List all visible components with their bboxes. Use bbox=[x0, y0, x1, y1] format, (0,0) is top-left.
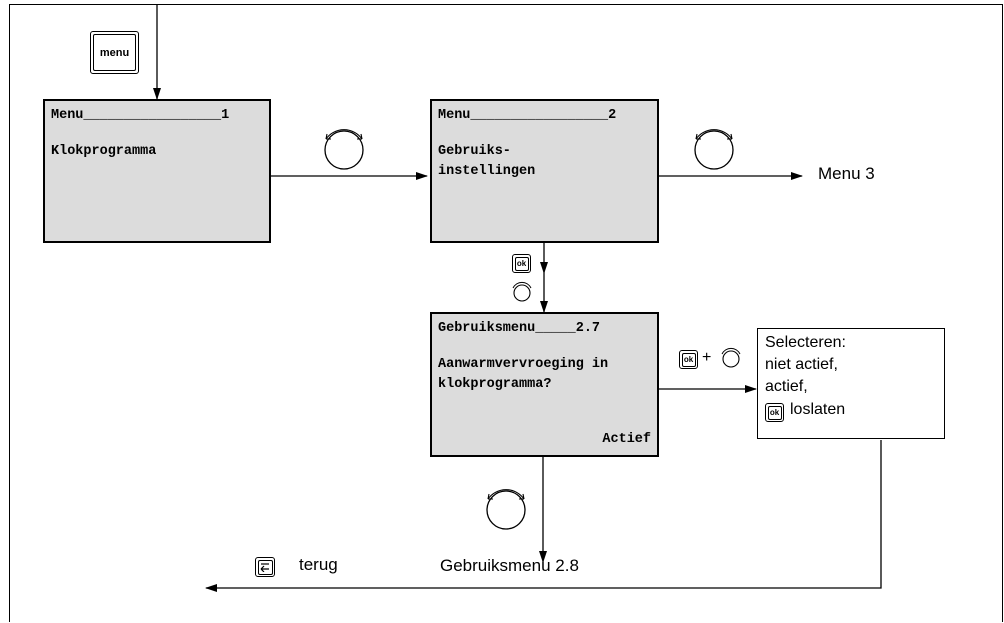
rotary-knob-icon bbox=[721, 347, 741, 368]
menu-3-label: Menu 3 bbox=[818, 164, 875, 183]
rotary-knob-icon bbox=[512, 281, 532, 302]
rotary-knob-icon bbox=[694, 129, 734, 170]
ok-key-icon: ok bbox=[679, 350, 698, 369]
menu-screen-1-header: Menu_________________1 bbox=[51, 108, 230, 123]
menu-screen-1-body: Klokprogramma bbox=[51, 144, 157, 159]
menu-screen-1: Menu_________________1 Klokprogramma bbox=[43, 99, 271, 243]
select-line-3: actief, bbox=[765, 378, 808, 395]
menu-screen-3-value: Actief bbox=[602, 432, 651, 447]
menu-screen-3-header: Gebruiksmenu_____2.7 bbox=[438, 321, 601, 336]
back-label: terug bbox=[299, 555, 338, 574]
menu-key-icon: menu bbox=[90, 31, 139, 74]
select-line-2: niet actief, bbox=[765, 356, 838, 373]
next-menu-label: Gebruiksmenu 2.8 bbox=[440, 556, 579, 575]
back-arrow-icon bbox=[260, 563, 269, 572]
select-line-1: Selecteren: bbox=[765, 334, 846, 351]
menu-screen-2-header: Menu_________________2 bbox=[438, 108, 617, 123]
select-line-4: loslaten bbox=[790, 401, 846, 418]
ok-key-icon: ok bbox=[765, 403, 784, 422]
menu-screen-2-body: Gebruiks- instellingen bbox=[438, 144, 536, 179]
menu-screen-3-body: Aanwarmvervroeging in klokprogramma? bbox=[438, 357, 609, 392]
plus-sign: + bbox=[702, 349, 712, 366]
rotary-knob-icon bbox=[324, 129, 364, 170]
arrow-back bbox=[205, 440, 882, 592]
menu-screen-2: Menu_________________2 Gebruiks- instell… bbox=[430, 99, 659, 243]
diagram-frame bbox=[9, 4, 1003, 622]
select-instructions-box: Selecteren: niet actief, actief, ok losl… bbox=[757, 328, 945, 439]
back-key-icon bbox=[255, 557, 275, 577]
ok-key-icon: ok bbox=[512, 254, 531, 273]
menu-screen-3: Gebruiksmenu_____2.7 Aanwarmvervroeging … bbox=[430, 312, 659, 457]
rotary-knob-icon bbox=[486, 489, 526, 530]
